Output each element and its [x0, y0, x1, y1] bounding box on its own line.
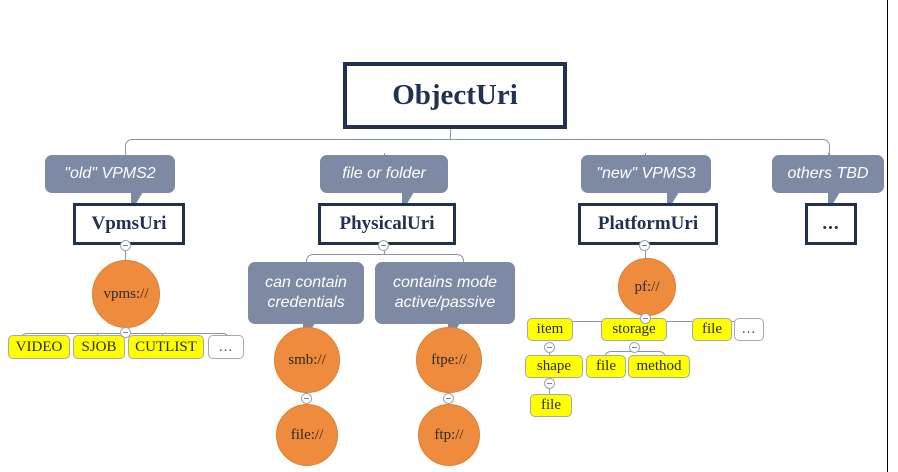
leaf-storage-label: storage [612, 321, 656, 337]
note-mode-line1: contains mode [392, 274, 498, 292]
connector-physical-children-bracket [306, 254, 464, 265]
leaf-pf-more[interactable]: ... [734, 318, 764, 341]
note-contains-mode[interactable]: contains mode active/passive [375, 262, 515, 343]
note-file-or-folder-label: file or folder [342, 165, 426, 183]
class-node-others[interactable]: ... [805, 203, 857, 245]
leaf-sjob-label: SJOB [81, 338, 117, 355]
collapse-handle-physicaluri[interactable] [378, 240, 389, 251]
collapse-handle-pf[interactable] [640, 313, 651, 324]
note-others-tbd[interactable]: others TBD [772, 155, 884, 212]
note-others-tbd-label: others TBD [787, 165, 869, 183]
collapse-handle-shape[interactable] [544, 378, 555, 389]
leaf-pf-more-label: ... [741, 321, 757, 337]
note-mode-line2: active/passive [394, 294, 496, 311]
leaf-cutlist[interactable]: CUTLIST [128, 335, 204, 359]
leaf-storage-file-label: file [596, 358, 616, 374]
scheme-node-smb-label: smb:// [288, 351, 326, 368]
note-new-vpms3[interactable]: "new" VPMS3 [581, 155, 711, 212]
scheme-node-pf-label: pf:// [634, 278, 660, 295]
note-file-or-folder[interactable]: file or folder [320, 155, 448, 212]
class-node-vpmsuri[interactable]: VpmsUri [73, 203, 185, 245]
collapse-handle-storage[interactable] [629, 342, 640, 353]
connector-vpmsuri-to-vpms [125, 246, 126, 262]
leaf-pf-file[interactable]: file [692, 318, 732, 341]
leaf-cutlist-label: CUTLIST [135, 338, 197, 355]
connector-platformuri-to-pf [645, 246, 646, 260]
leaf-video[interactable]: VIDEO [8, 335, 70, 359]
note-can-contain-credentials[interactable]: can contain credentials [248, 262, 364, 343]
collapse-handle-smb[interactable] [301, 393, 312, 404]
collapse-handle-ftpe[interactable] [443, 393, 454, 404]
scheme-node-smb[interactable]: smb:// [274, 327, 340, 393]
class-node-vpmsuri-label: VpmsUri [91, 213, 167, 234]
class-node-platformuri-label: PlatformUri [597, 213, 699, 234]
scheme-node-ftp[interactable]: ftp:// [418, 404, 480, 466]
scheme-node-ftp-label: ftp:// [434, 426, 464, 443]
leaf-storage-file[interactable]: file [586, 355, 626, 378]
leaf-shape-file[interactable]: file [530, 394, 572, 417]
connector-root-bracket [125, 139, 830, 156]
root-label: ObjectUri [392, 79, 518, 111]
collapse-handle-vpms[interactable] [120, 327, 131, 338]
class-node-others-label: ... [822, 213, 840, 234]
page-border-line [887, 0, 888, 472]
note-old-vpms2-label: "old" VPMS2 [64, 165, 156, 183]
leaf-shape-file-label: file [541, 397, 561, 413]
scheme-node-ftpe[interactable]: ftpe:// [416, 327, 482, 393]
connector-shape-to-file [549, 385, 550, 395]
note-old-vpms2[interactable]: "old" VPMS2 [45, 155, 175, 212]
leaf-sjob[interactable]: SJOB [73, 335, 125, 359]
collapse-handle-item[interactable] [544, 342, 555, 353]
collapse-handle-platformuri[interactable] [639, 240, 650, 251]
note-credentials-line1: can contain [265, 274, 347, 292]
leaf-item[interactable]: item [527, 318, 573, 341]
collapse-handle-vpmsuri[interactable] [120, 240, 131, 251]
connector-root-stem [450, 121, 451, 139]
scheme-node-vpms[interactable]: vpms:// [92, 260, 160, 328]
leaf-vpms-more[interactable]: ... [208, 335, 244, 359]
scheme-node-ftpe-label: ftpe:// [431, 351, 467, 368]
leaf-vpms-more-label: ... [218, 338, 234, 355]
leaf-shape[interactable]: shape [525, 355, 583, 378]
scheme-node-pf[interactable]: pf:// [618, 258, 676, 316]
scheme-node-file-smb-label: file:// [290, 426, 324, 443]
note-new-vpms3-label: "new" VPMS3 [596, 165, 696, 183]
scheme-node-file-smb[interactable]: file:// [276, 404, 338, 466]
leaf-storage-method[interactable]: method [628, 355, 690, 378]
scheme-node-vpms-label: vpms:// [103, 285, 149, 302]
root-node-objecturi[interactable]: ObjectUri [343, 62, 567, 129]
class-node-platformuri[interactable]: PlatformUri [578, 203, 718, 245]
leaf-pf-file-label: file [702, 321, 722, 337]
leaf-storage-method-label: method [636, 358, 682, 374]
note-credentials-line2: credentials [267, 294, 345, 311]
leaf-video-label: VIDEO [15, 338, 63, 355]
class-node-physicaluri[interactable]: PhysicalUri [318, 203, 456, 245]
leaf-shape-label: shape [536, 358, 572, 374]
leaf-storage[interactable]: storage [601, 318, 667, 341]
leaf-item-label: item [536, 321, 564, 337]
class-node-physicaluri-label: PhysicalUri [339, 213, 435, 234]
